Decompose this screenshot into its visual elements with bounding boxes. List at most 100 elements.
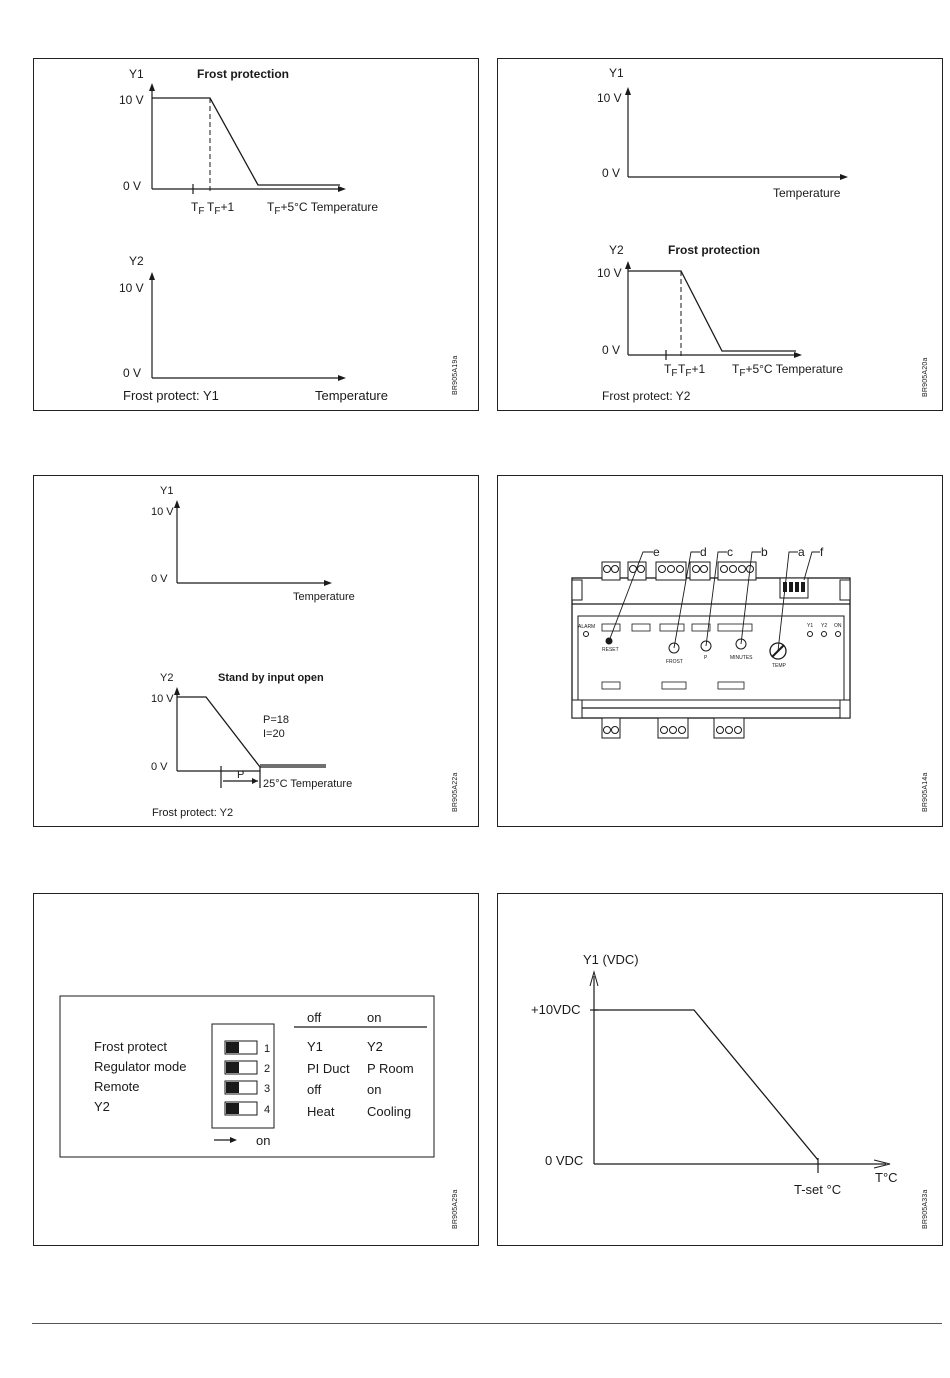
figure-code: BR905A20a xyxy=(922,357,929,397)
bottom-y-min: 0 V xyxy=(151,761,168,773)
switch-number: 3 xyxy=(264,1083,270,1095)
x-axis-arrow xyxy=(873,1159,891,1169)
bottom-y-label: Y2 xyxy=(160,672,173,684)
figure-code: BR905A33a xyxy=(922,1189,929,1229)
y-min-label: 0 VDC xyxy=(545,1153,583,1168)
mount-left-top xyxy=(571,579,583,601)
output-curve xyxy=(594,1009,819,1161)
top-y-max: 10 V xyxy=(597,91,622,105)
bottom-chart-title: Stand by input open xyxy=(218,672,324,684)
callout-d: d xyxy=(700,545,707,559)
panel-standby-input: Y1 10 V 0 V Temperature Y2 Stand by inpu… xyxy=(33,475,479,827)
temp-label: TEMP xyxy=(772,663,787,669)
panel-controller-front: ALARM RESET FROST P MINUTES TEMP Y1 Y2 O… xyxy=(497,475,943,827)
top-x-arrow xyxy=(840,174,848,180)
top-x-arrow xyxy=(338,186,346,192)
minutes-knob[interactable] xyxy=(735,638,747,650)
bottom-tick3: TF+5°C Temperature xyxy=(732,362,843,379)
terminal-blocks-bottom xyxy=(601,717,745,739)
row-regulator-mode: Regulator mode 2 PI Duct P Room xyxy=(94,1059,414,1076)
switch-lever-3 xyxy=(226,1082,239,1093)
row-off: PI Duct xyxy=(307,1061,350,1076)
housing-outline xyxy=(571,577,851,719)
row-label: Remote xyxy=(94,1079,140,1094)
bottom-y-arrow xyxy=(174,687,180,695)
bottom-x-label: Temperature xyxy=(315,388,388,403)
top-chart-title: Frost protection xyxy=(197,67,289,81)
panel-frost-protect-y2: Y1 10 V 0 V Temperature Y2 Frost protect… xyxy=(497,58,943,411)
row-off: Y1 xyxy=(307,1039,323,1054)
switch-lever-2 xyxy=(226,1062,239,1073)
terminal-blocks-top xyxy=(601,561,757,581)
y1-led-label: Y1 xyxy=(807,623,813,629)
row-label: Y2 xyxy=(94,1099,110,1114)
top-tick3: TF+5°C Temperature xyxy=(267,200,378,217)
top-y-min: 0 V xyxy=(123,179,141,193)
y2-led-label: Y2 xyxy=(821,623,827,629)
callout-e: e xyxy=(653,545,660,559)
switch-lever-4 xyxy=(226,1103,239,1114)
switch-number: 4 xyxy=(264,1104,270,1116)
dip-switch-table: off on Frost protect 1 Y1 Y2 Regulator m… xyxy=(59,995,435,1158)
bottom-y-max: 10 V xyxy=(151,693,174,705)
top-y-label: Y1 xyxy=(160,485,173,497)
callout-c: c xyxy=(727,545,733,559)
front-plate xyxy=(577,615,845,701)
bottom-tick1: TF xyxy=(664,362,677,379)
y-axis-arrow xyxy=(589,970,599,987)
on-led xyxy=(835,631,841,637)
p-span-arrow xyxy=(252,778,258,784)
mount-left-bottom xyxy=(571,699,583,719)
top-x-label: Temperature xyxy=(773,186,841,200)
callout-leaders xyxy=(608,551,820,652)
top-curve xyxy=(152,97,340,186)
top-tick1: TF xyxy=(191,200,204,217)
bottom-chart-title: Frost protection xyxy=(668,243,760,257)
bottom-y-label: Y2 xyxy=(129,254,144,268)
top-y-min: 0 V xyxy=(602,166,620,180)
frost-knob[interactable] xyxy=(668,642,680,654)
controller-front-drawing: ALARM RESET FROST P MINUTES TEMP Y1 Y2 O… xyxy=(571,545,851,739)
bottom-y-max: 10 V xyxy=(597,266,622,280)
row-off: off xyxy=(307,1082,322,1097)
y1-led xyxy=(807,631,813,637)
alarm-led xyxy=(583,631,589,637)
panel-frost-protect-y1: Y1 Frost protection 10 V 0 V TF TF+1 TF+… xyxy=(33,58,479,411)
top-y-arrow xyxy=(174,500,180,508)
row-on: on xyxy=(367,1082,381,1097)
top-x-arrow xyxy=(324,580,332,586)
row-label: Frost protect xyxy=(94,1039,167,1054)
panel-y1-output: Y1 (VDC) +10VDC 0 VDC T-set °C T°C BR905… xyxy=(497,893,943,1246)
row-y2: Y2 4 Heat Cooling xyxy=(94,1099,411,1119)
figure-code: BR905A29a xyxy=(452,1189,459,1229)
bottom-x-arrow xyxy=(794,352,802,358)
p-marker: P xyxy=(237,769,244,781)
temp-knob[interactable] xyxy=(769,642,787,660)
header-on: on xyxy=(367,1010,381,1025)
bottom-y-max: 10 V xyxy=(119,281,144,295)
bottom-caption: Frost protect: Y2 xyxy=(152,807,233,819)
bottom-tick2: TF+1 xyxy=(678,362,705,379)
switch-number: 1 xyxy=(264,1043,270,1055)
bottom-caption: Frost protect: Y1 xyxy=(123,388,219,403)
param-i: I=20 xyxy=(263,728,285,740)
row-off: Heat xyxy=(307,1104,335,1119)
bottom-y-min: 0 V xyxy=(602,343,620,357)
mount-right-top xyxy=(839,579,851,601)
arrow-label: on xyxy=(256,1133,270,1148)
bottom-x-arrow xyxy=(338,375,346,381)
frost-protect-y2-diagram: Y1 10 V 0 V Temperature Y2 Frost protect… xyxy=(597,66,848,403)
top-y-min: 0 V xyxy=(151,573,168,585)
top-y-label: Y1 xyxy=(129,67,144,81)
p-knob[interactable] xyxy=(700,640,712,652)
top-x-label: Temperature xyxy=(293,591,355,603)
bottom-curve xyxy=(628,270,796,352)
figure-code: BR905A14a xyxy=(922,772,929,812)
row-on: Y2 xyxy=(367,1039,383,1054)
row-on: Cooling xyxy=(367,1104,411,1119)
bottom-caption: Frost protect: Y2 xyxy=(602,389,691,403)
bottom-y-arrow xyxy=(149,272,155,280)
callout-f: f xyxy=(820,545,824,559)
y-axis-label: Y1 (VDC) xyxy=(583,952,639,967)
row-on: P Room xyxy=(367,1061,414,1076)
